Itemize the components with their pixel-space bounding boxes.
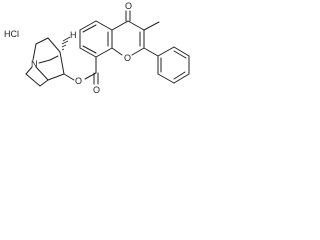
stereo-hash-bond: H <box>61 30 77 51</box>
ketone-oxygen: O <box>125 1 132 11</box>
ester-group: O O <box>63 56 100 95</box>
phenyl-ring <box>143 46 190 84</box>
salt-label: HCl <box>4 29 19 39</box>
ester-carbonyl-oxygen: O <box>93 85 100 95</box>
chemical-structure: HCl O O <box>4 1 190 95</box>
ester-oxygen: O <box>75 76 82 86</box>
quinuclidine-nitrogen: N <box>31 59 38 69</box>
ketone-group: O <box>125 1 132 22</box>
stereo-hydrogen: H <box>70 30 77 40</box>
benzo-ring <box>79 20 113 58</box>
ring-oxygen: O <box>124 53 131 63</box>
methyl-bond <box>143 21 160 31</box>
pyranone-ring <box>111 20 145 56</box>
quinuclidine-cage: N <box>25 37 65 87</box>
